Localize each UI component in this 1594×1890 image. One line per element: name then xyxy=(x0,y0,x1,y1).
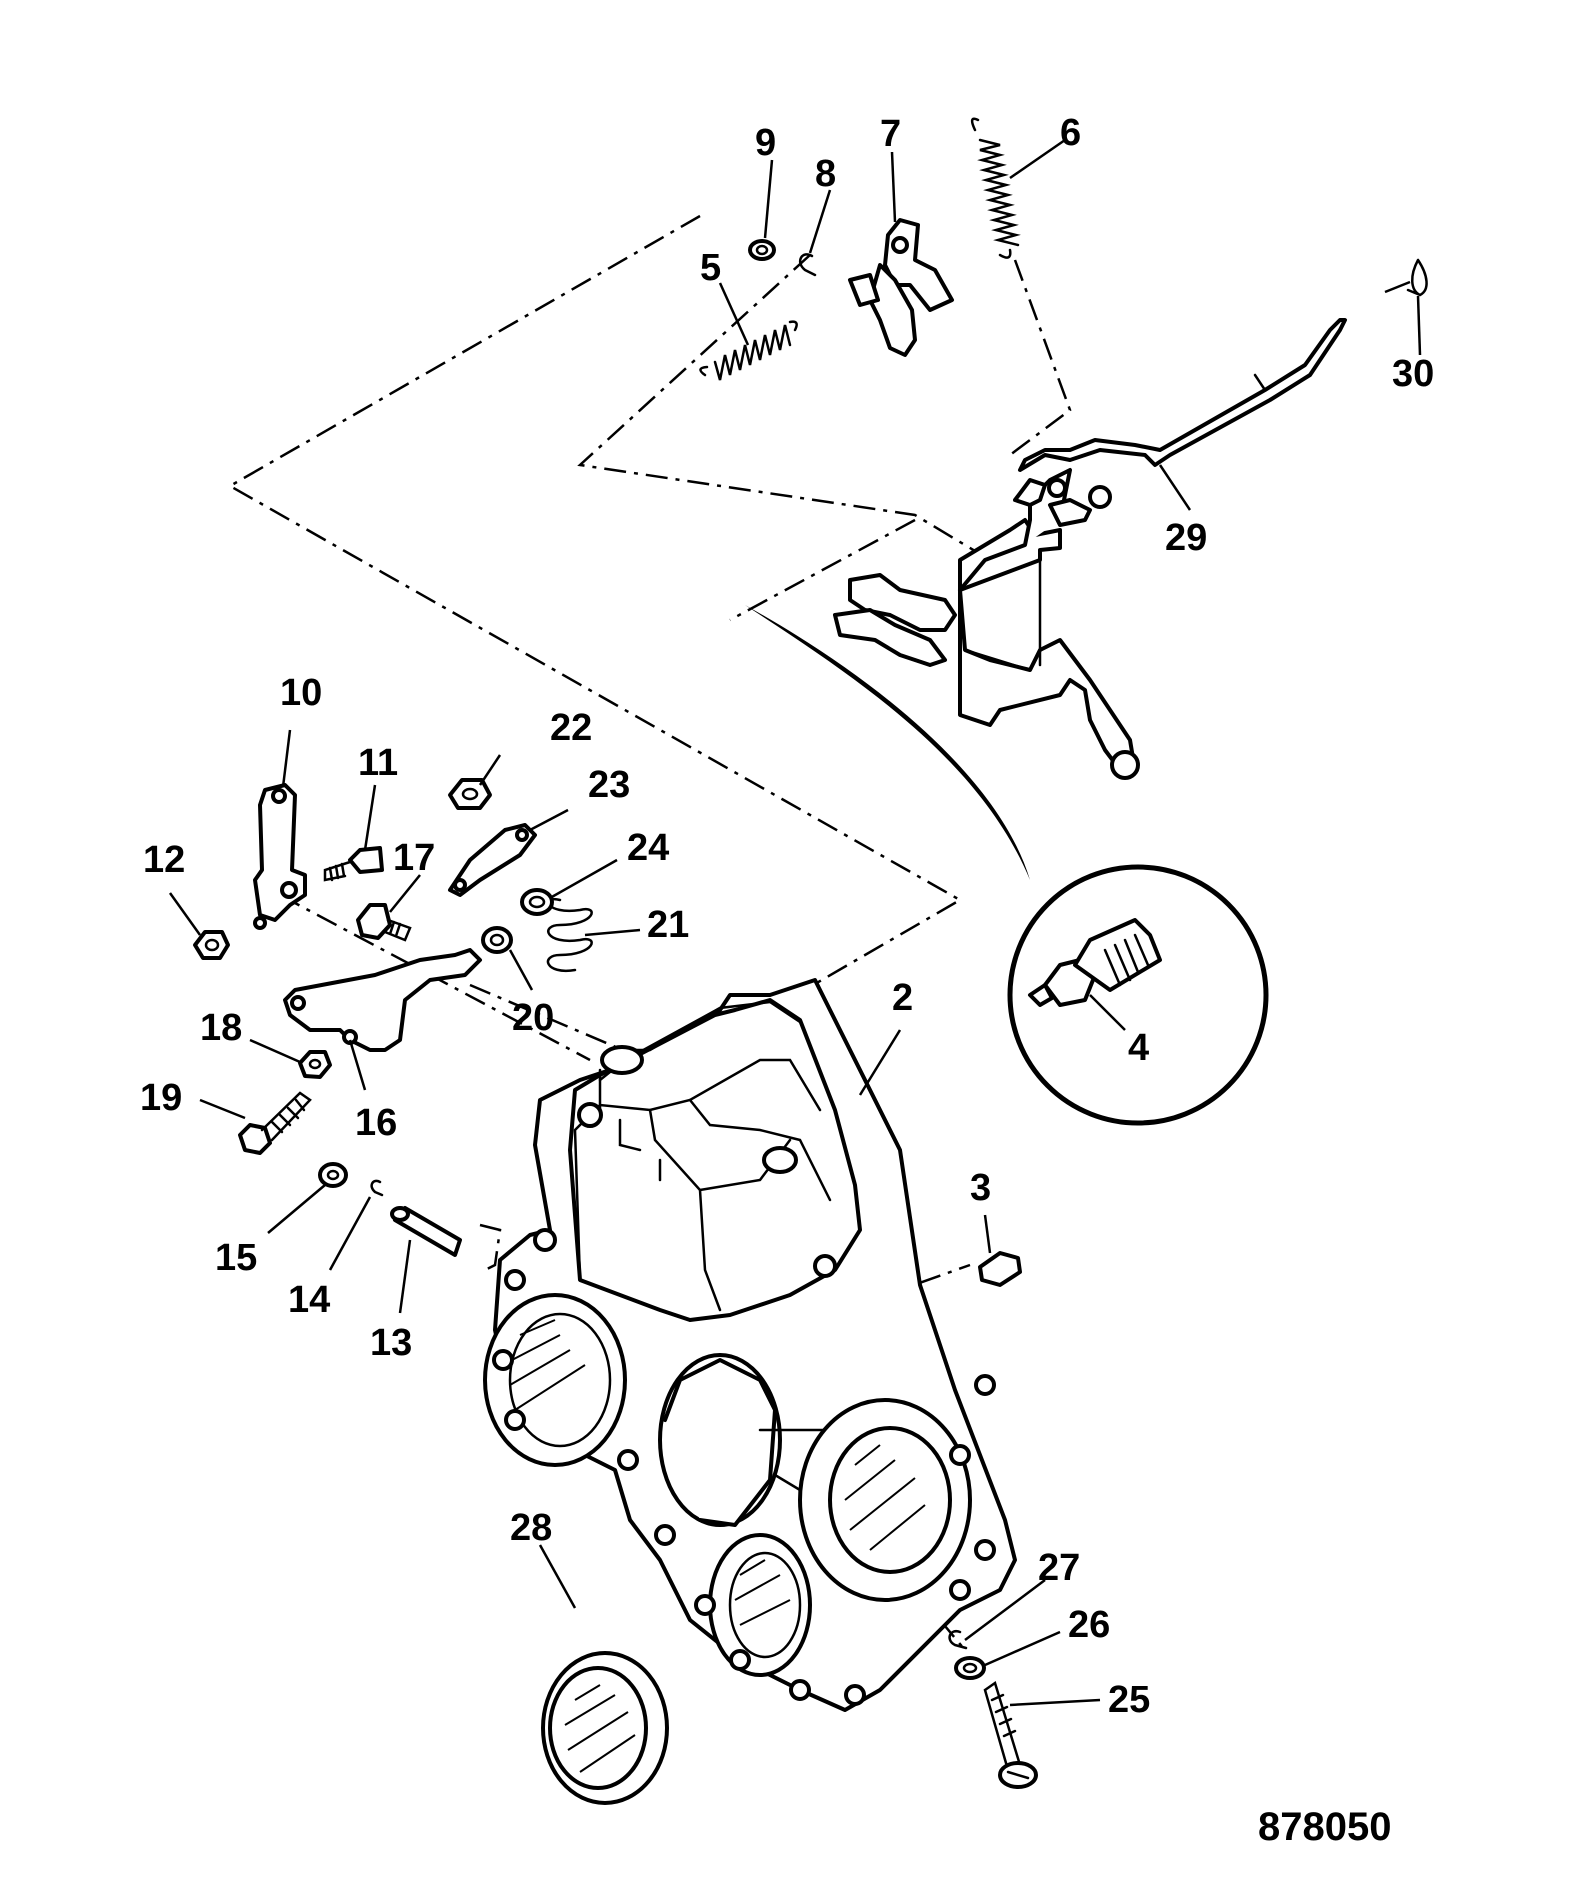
plate-part-23 xyxy=(448,823,537,897)
drawing-number: 878050 xyxy=(1258,1805,1391,1849)
dowel-part-3 xyxy=(978,1251,1022,1287)
nut-part-12 xyxy=(193,930,230,960)
callout-13: 13 xyxy=(370,1322,412,1364)
callout-22: 22 xyxy=(550,707,592,749)
callout-10: 10 xyxy=(280,672,322,714)
hairpin-clip-part-30 xyxy=(1406,258,1428,297)
callout-20: 20 xyxy=(512,997,554,1039)
callout-11: 11 xyxy=(358,742,398,784)
link-bracket-part-10 xyxy=(253,783,307,930)
callout-4: 4 xyxy=(1128,1027,1149,1069)
circlip-part-14 xyxy=(370,1179,384,1197)
screw-part-17 xyxy=(356,903,412,942)
callout-18: 18 xyxy=(200,1007,242,1049)
callout-21: 21 xyxy=(647,904,689,946)
callout-12: 12 xyxy=(143,839,185,881)
nut-part-22 xyxy=(448,778,492,810)
compression-spring-part-21 xyxy=(546,897,593,973)
callout-25: 25 xyxy=(1108,1679,1150,1721)
bracket-part-16 xyxy=(283,948,482,1052)
callout-3: 3 xyxy=(970,1167,991,1209)
sensor-detail-part-4 xyxy=(745,605,1269,1126)
callout-19: 19 xyxy=(140,1077,182,1119)
callout-28: 28 xyxy=(510,1507,552,1549)
callout-9: 9 xyxy=(755,122,776,164)
callout-6: 6 xyxy=(1060,112,1081,154)
tension-spring-part-6 xyxy=(970,117,1021,259)
callout-30: 30 xyxy=(1392,353,1434,395)
callout-8: 8 xyxy=(815,153,836,195)
callout-29: 29 xyxy=(1165,517,1207,559)
oil-seal-part-28 xyxy=(541,1651,669,1805)
callout-16: 16 xyxy=(355,1102,397,1144)
washer-part-20 xyxy=(481,926,513,954)
timing-cover-part-2 xyxy=(483,978,1017,1712)
washer-part-9 xyxy=(748,239,776,261)
callout-27: 27 xyxy=(1038,1547,1080,1589)
tension-spring-part-5 xyxy=(699,320,798,381)
linkage-bracket-assembly xyxy=(833,318,1347,780)
screw-part-25 xyxy=(983,1680,1038,1789)
nut-part-18 xyxy=(298,1050,332,1079)
leader-lines xyxy=(168,138,1422,1707)
callout-labels: 9 8 7 6 5 30 29 4 2 3 10 11 12 17 22 23 … xyxy=(140,112,1434,1849)
lever-part-7 xyxy=(848,218,954,357)
circlip-part-8 xyxy=(798,253,817,277)
callout-26: 26 xyxy=(1068,1604,1110,1646)
washer-part-15 xyxy=(318,1162,348,1188)
screw-part-11 xyxy=(323,846,384,882)
callout-7: 7 xyxy=(880,113,901,155)
callout-17: 17 xyxy=(393,837,435,879)
callout-14: 14 xyxy=(288,1279,330,1321)
dowel-pin-part-13 xyxy=(390,1206,462,1257)
callout-5: 5 xyxy=(700,247,721,289)
washer-part-26 xyxy=(954,1656,986,1680)
callout-15: 15 xyxy=(215,1237,257,1279)
circlip-part-27 xyxy=(948,1629,968,1650)
bolt-part-19 xyxy=(238,1091,312,1155)
callout-23: 23 xyxy=(588,764,630,806)
callout-2: 2 xyxy=(892,977,913,1019)
callout-24: 24 xyxy=(627,827,669,869)
washer-part-24 xyxy=(520,888,554,916)
